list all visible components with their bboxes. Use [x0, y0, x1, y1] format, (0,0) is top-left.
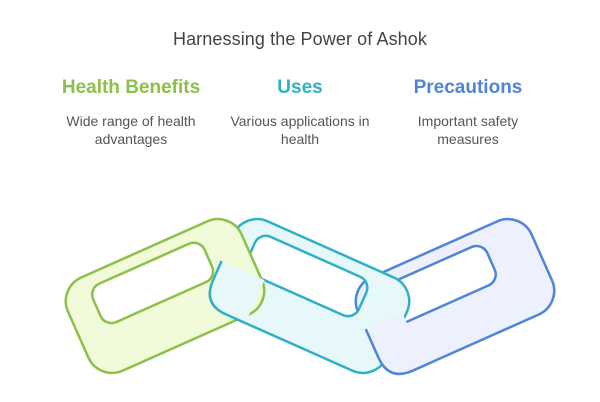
column-heading-health-benefits: Health Benefits [61, 77, 201, 98]
chain-interlock-uses-over-health [208, 260, 265, 325]
column-heading-uses: Uses [277, 77, 323, 98]
chain-link-health-benefits [64, 217, 266, 375]
column-precautions: Precautions Important safety measures [373, 76, 563, 148]
column-description-precautions: Important safety measures [417, 113, 519, 147]
chain-link-health-benefits-body [64, 217, 266, 375]
chain-interlock-segment [210, 261, 265, 324]
chain-interlock-edge-2 [364, 328, 427, 376]
column-health-benefits: Health Benefits Wide range of health adv… [36, 76, 226, 148]
chain-interlock-precautions-over-uses [364, 312, 427, 376]
chain-interlock-segment-2 [365, 312, 426, 374]
column-heading-precautions: Precautions [413, 77, 523, 98]
diagram-title: Harnessing the Power of Ashok [172, 29, 428, 49]
column-uses: Uses Various applications in health [205, 76, 395, 148]
chain-link-uses-hole [245, 234, 369, 318]
column-description-uses: Various applications in health [230, 113, 370, 147]
chain-link-health-benefits-hole [90, 241, 215, 325]
column-description-health-benefits: Wide range of health advantages [66, 113, 196, 147]
chain-interlock-edge [208, 260, 246, 325]
